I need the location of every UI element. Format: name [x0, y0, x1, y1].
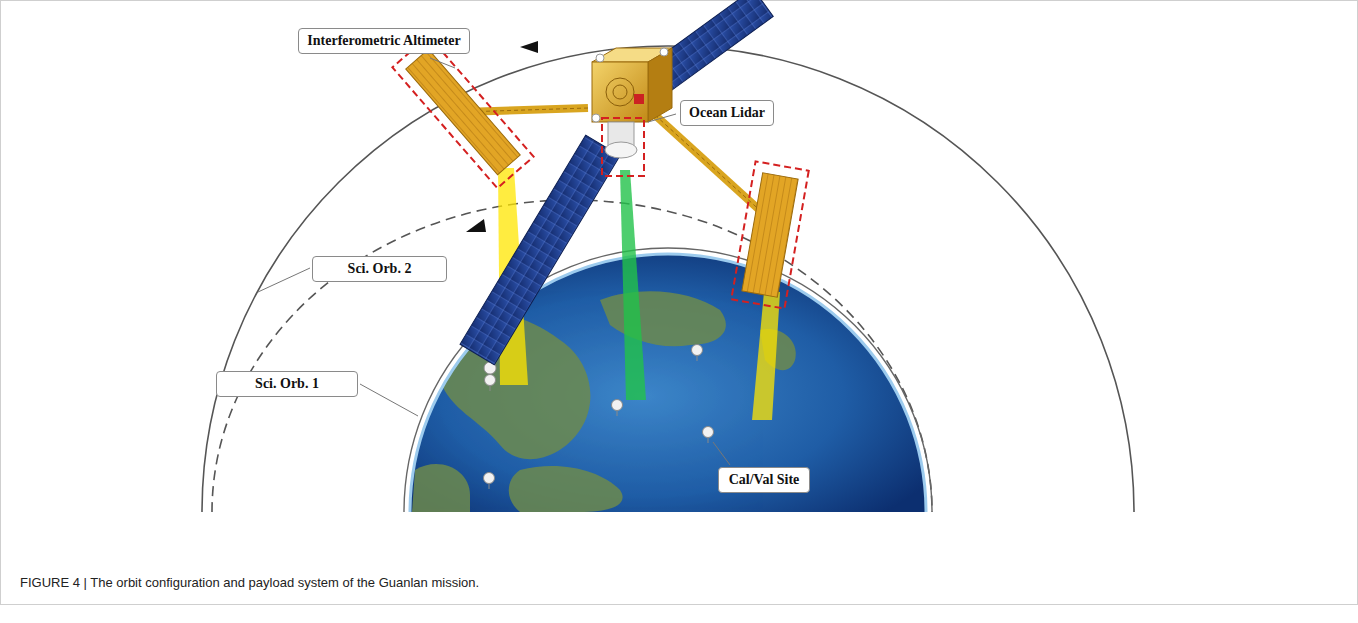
callout-label: Sci. Orb. 1 [225, 375, 349, 393]
callout-box: Cal/Val Site [718, 467, 810, 493]
altimeter-beam [752, 292, 780, 420]
dashed-orbit [212, 200, 932, 512]
callout-box: Sci. Orb. 2 [312, 256, 447, 282]
orbit-arrow [520, 41, 538, 53]
figure-frame [1, 1, 1358, 605]
callout-label: Interferometric Altimeter [307, 32, 461, 50]
outer-orbit [202, 46, 1134, 512]
callout-box: Sci. Orb. 1 [216, 371, 358, 397]
calval-buoys [484, 345, 714, 490]
payload-highlight [392, 36, 808, 309]
callout-label: Ocean Lidar [689, 104, 765, 122]
satellite [406, 0, 798, 365]
figure-caption: FIGURE 4 | The orbit configuration and p… [20, 575, 479, 590]
lidar-beam [620, 170, 646, 400]
callout-box: Ocean Lidar [680, 100, 774, 126]
earth [404, 248, 932, 512]
orbit-arrow [466, 219, 486, 232]
leader-line [258, 58, 730, 465]
callout-label: Sci. Orb. 2 [321, 260, 438, 278]
callout-label: Cal/Val Site [727, 471, 801, 489]
callout-box: Interferometric Altimeter [298, 28, 470, 54]
